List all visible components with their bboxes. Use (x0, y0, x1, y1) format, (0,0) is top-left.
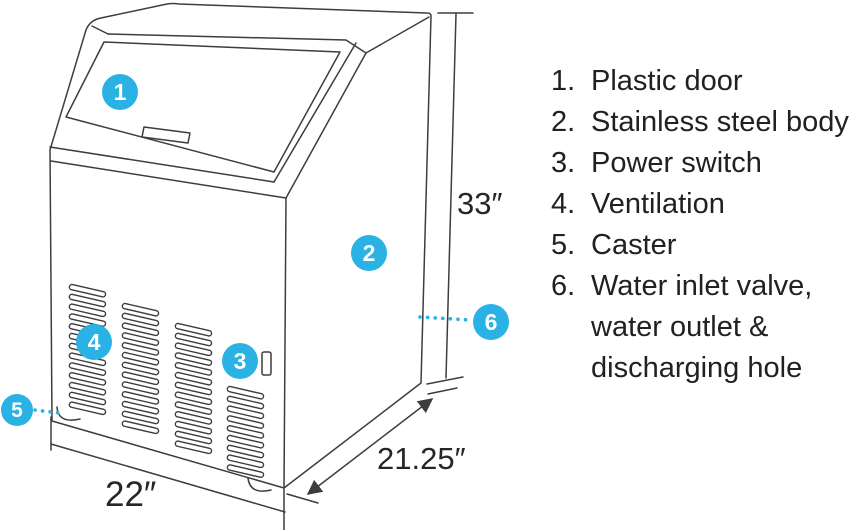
legend-item-caster: 5. Caster (551, 225, 849, 266)
legend-item-text: Ventilation (591, 188, 725, 220)
legend-item-text: Plastic door (591, 65, 743, 97)
front-lip-top-edge (49, 146, 275, 183)
caster-front-right (247, 477, 272, 492)
front-lip-bottom-edge (50, 160, 287, 199)
parts-legend: 1. Plastic door 2. Stainless steel body … (551, 61, 849, 389)
legend-item-number: 6. (551, 270, 576, 302)
front-right-edge (283, 197, 287, 489)
legend-item-text: Water inlet valve, (591, 270, 813, 302)
legend-item-power-switch: 3. Power switch (551, 143, 849, 184)
callout-badge-4: 4 (76, 324, 112, 360)
legend-item-text: discharging hole (591, 352, 803, 384)
depth-dimension-label: 21.25″ (377, 441, 466, 476)
door-inset (65, 41, 341, 173)
legend-item-number: 5. (551, 229, 576, 261)
legend-item-text: water outlet & (591, 311, 769, 343)
callout-badge-1: 1 (102, 74, 138, 110)
leader-line-water-inlet (418, 315, 472, 322)
legend-item-stainless-steel-body: 2. Stainless steel body (551, 102, 849, 143)
legend-item-number: 4. (551, 188, 576, 220)
side-top-edge (365, 16, 430, 54)
width-dimension-label: 22″ (105, 475, 157, 514)
depth-dim-lower-tick (286, 493, 319, 504)
top-strip-front-edge (107, 33, 367, 54)
dimension-lines (50, 12, 474, 530)
legend-item-text: Caster (591, 229, 677, 261)
door-handle-slot (141, 126, 191, 144)
legend-item-text: Stainless steel body (591, 106, 849, 138)
width-dim-line (50, 443, 286, 513)
height-dim-line (445, 13, 457, 379)
legend-item-number: 2. (551, 106, 576, 138)
callout-badge-2: 2 (351, 235, 387, 271)
depth-dim-upper-tick (427, 387, 458, 395)
legend-item-plastic-door: 1. Plastic door (551, 61, 849, 102)
door-wedge-outer-edge (285, 52, 367, 199)
caster-left (56, 406, 81, 421)
callout-badge-3: 3 (222, 343, 258, 379)
legend-item-water-inlet-valve: 6. Water inlet valve, water outlet & dis… (551, 266, 849, 389)
callout-leader-lines (33, 315, 472, 415)
height-dim-bottom-tick (426, 376, 464, 385)
height-dimension-label: 33″ (457, 186, 503, 221)
callout-badge-6: 6 (473, 304, 509, 340)
legend-item-text: Power switch (591, 147, 762, 179)
legend-item-number: 3. (551, 147, 576, 179)
callout-badge-5: 5 (1, 394, 33, 426)
door-wedge-inner-edge (273, 42, 357, 183)
depth-dim-arrow (306, 398, 434, 495)
legend-item-number: 1. (551, 65, 576, 97)
legend-item-ventilation: 4. Ventilation (551, 184, 849, 225)
top-strip-left-cap (91, 25, 109, 35)
power-switch (261, 351, 272, 376)
